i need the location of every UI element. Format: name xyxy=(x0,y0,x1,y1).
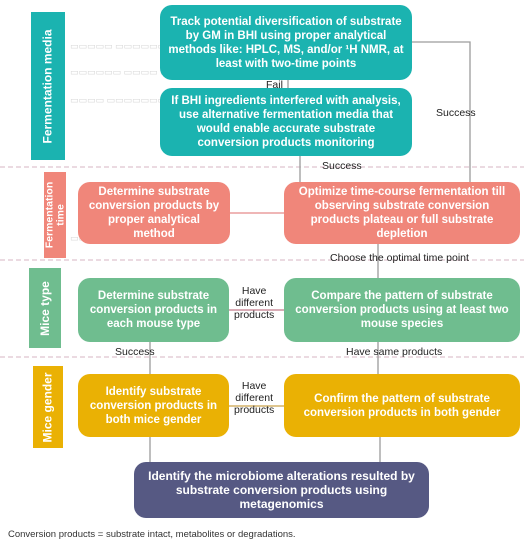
section-mice-gender: Mice gender xyxy=(33,366,63,448)
section-fermentation-time: Fermentation time xyxy=(43,172,66,258)
box-identify-microbiome: Identify the microbiome alterations resu… xyxy=(134,462,429,518)
box-confirm-pattern: Confirm the pattern of substrate convers… xyxy=(284,374,520,437)
box-determine-mouse-type: Determine substrate conversion products … xyxy=(78,278,229,342)
label-choose-time: Choose the optimal time point xyxy=(330,252,469,264)
label-fail: Fail xyxy=(266,79,283,91)
label-have-different-1: Have different products xyxy=(234,285,275,321)
box-track-diversification: Track potential diversification of subst… xyxy=(160,5,412,80)
ghost-text: ▭▭▭▭▭ ▭▭▭▭▭▭▭ ▭▭▭▭▭▭▭ xyxy=(70,41,237,51)
box-optimize-fermentation: Optimize time-course fermentation till o… xyxy=(284,182,520,244)
section-mice-type: Mice type xyxy=(29,268,61,348)
label-have-same: Have same products xyxy=(346,346,443,358)
label-success-left: Success xyxy=(115,346,155,358)
box-identify-gender: Identify substrate conversion products i… xyxy=(78,374,229,437)
label-success-mid: Success xyxy=(322,160,362,172)
ghost-text: ▭▭▭▭▭▭ ▭▭▭▭ ▭▭▭▭▭▭▭▭ xyxy=(70,67,229,77)
label-have-different-2: Have different products xyxy=(234,380,275,416)
section-fermentation-media: Fermentation media xyxy=(31,12,65,160)
label-success-right: Success xyxy=(436,107,476,119)
box-alternative-media: If BHI ingredients interfered with analy… xyxy=(160,88,412,156)
box-compare-pattern: Compare the pattern of substrate convers… xyxy=(284,278,520,342)
footnote: Conversion products = substrate intact, … xyxy=(8,529,296,540)
ghost-text: ▭▭▭▭ ▭▭▭▭▭▭▭ ▭▭▭▭ xyxy=(70,95,203,105)
box-determine-analytical: Determine substrate conversion products … xyxy=(78,182,230,244)
